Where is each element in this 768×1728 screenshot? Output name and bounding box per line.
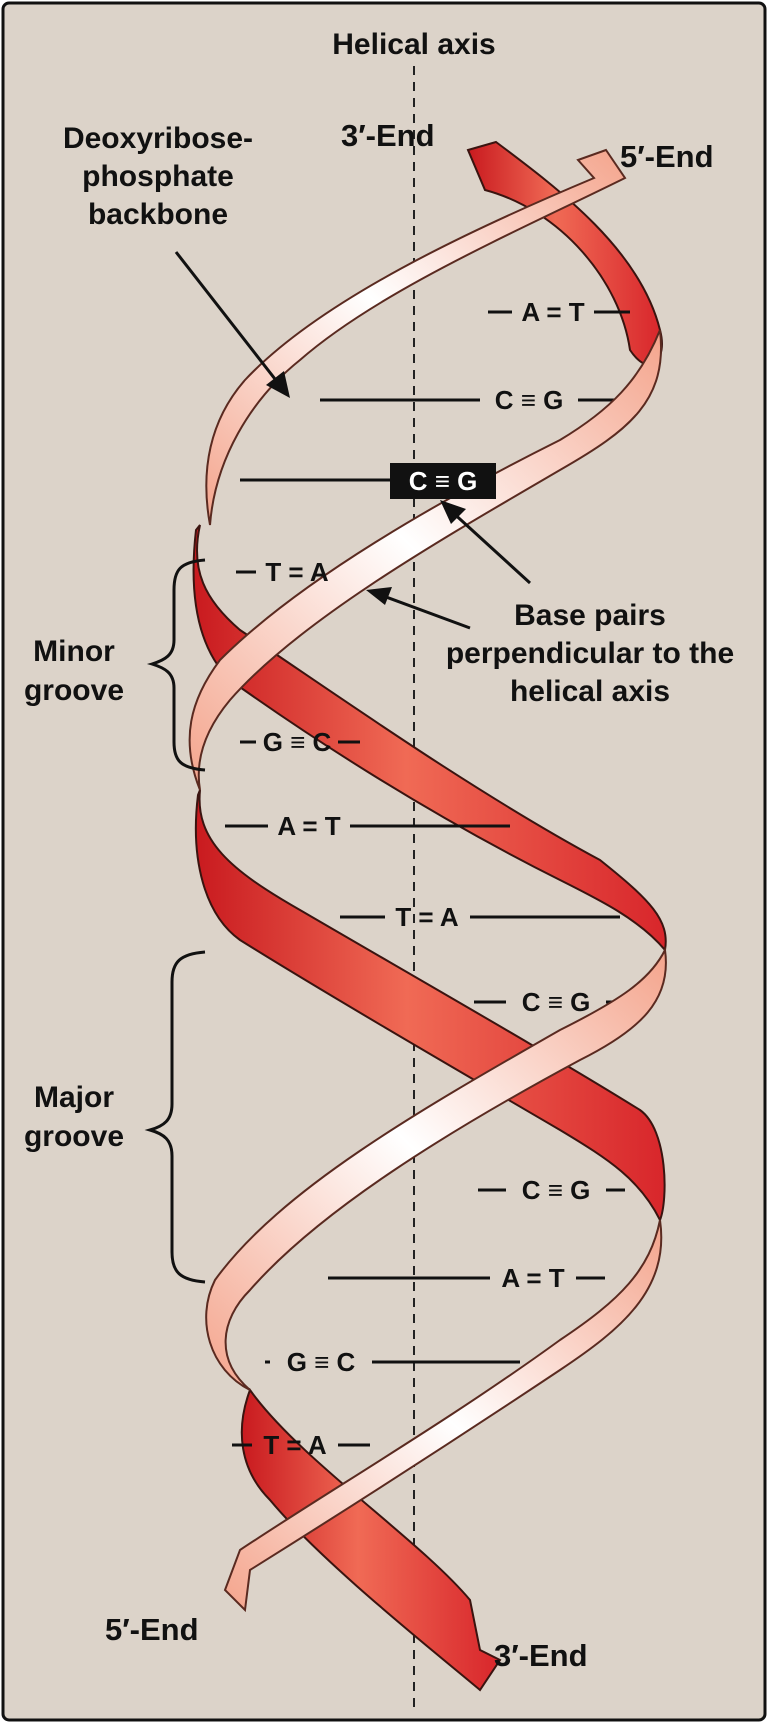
top-3-prime-end-label: 3′-End — [341, 118, 435, 153]
base-pair-label: A = T — [501, 1263, 564, 1293]
base-pair-label: G ≡ C — [263, 727, 332, 757]
label-text: backbone — [88, 198, 228, 231]
base-pair-label: C ≡ G — [522, 987, 591, 1017]
label-text: groove — [24, 1120, 124, 1153]
label-text: Minor — [33, 635, 115, 668]
bottom-5-prime-end-label: 5′-End — [105, 1612, 199, 1647]
base-pair-label: A = T — [277, 811, 340, 841]
base-pair-label: A = T — [521, 297, 584, 327]
base-pair-label: T = A — [395, 902, 459, 932]
base-pair-label-highlighted: C ≡ G — [409, 466, 478, 496]
backbone-label: Deoxyribose- phosphate backbone — [63, 122, 253, 231]
helical-axis-label: Helical axis — [332, 28, 495, 61]
label-text: phosphate — [82, 160, 234, 193]
top-5-prime-end-label: 5′-End — [620, 139, 714, 174]
label-text: perpendicular to the — [446, 637, 734, 670]
bottom-3-prime-end-label: 3′-End — [494, 1638, 588, 1673]
label-text: Major — [34, 1081, 114, 1114]
base-pair-label: C ≡ G — [522, 1175, 591, 1205]
base-pair-label: T = A — [263, 1430, 327, 1460]
base-pair-label: C ≡ G — [495, 385, 564, 415]
label-text: groove — [24, 674, 124, 707]
base-pair-label: G ≡ C — [287, 1347, 356, 1377]
label-text: helical axis — [510, 675, 670, 708]
base-pair-label: T = A — [265, 557, 329, 587]
label-text: Deoxyribose- — [63, 122, 253, 155]
label-text: Base pairs — [514, 599, 666, 632]
